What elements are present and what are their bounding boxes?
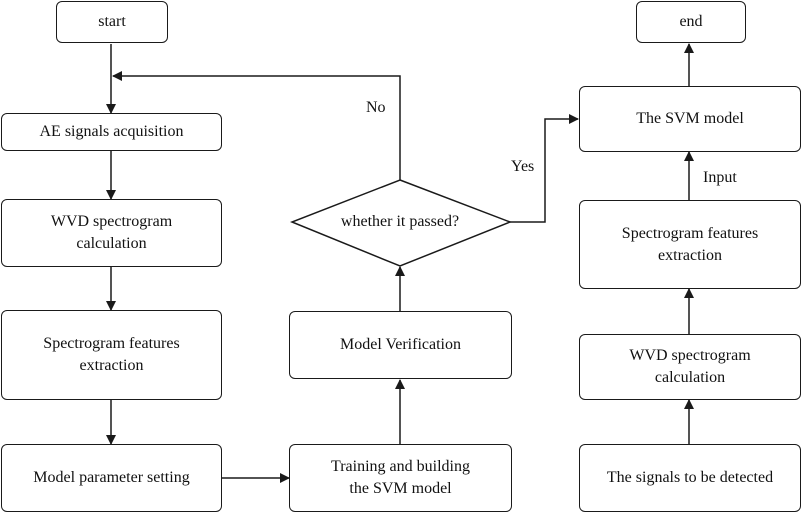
training-building-node: Training and building the SVM model <box>289 444 512 512</box>
training-line-1: Training and building <box>331 458 470 475</box>
arrow-decision-yes <box>510 114 579 223</box>
decision-diamond <box>289 179 513 267</box>
wvd-left-line-1: WVD spectrogram <box>50 213 173 230</box>
model-verification-node: Model Verification <box>289 311 512 379</box>
training-line-2: the SVM model <box>349 480 452 497</box>
edge-label-no: No <box>366 99 386 116</box>
spectrogram-features-right-node: Spectrogram features extraction <box>579 200 801 289</box>
features-right-line-1: Spectrogram features <box>621 224 759 242</box>
ae-signals-acquisition-label: AE signals acquisition <box>39 123 184 140</box>
signals-label: The signals to be detected <box>606 469 774 486</box>
wvd-left-line-2: calculation <box>76 235 147 252</box>
features-left-line-1: Spectrogram features <box>43 335 180 352</box>
wvd-right-line-2: calculation <box>654 369 726 386</box>
arrow-decision-no-loop <box>112 71 401 180</box>
wvd-right-line-1: WVD spectrogram <box>629 347 751 364</box>
end-node: end <box>636 1 746 43</box>
model-parameter-setting-node: Model parameter setting <box>1 444 222 512</box>
edge-label-input: Input <box>703 169 737 186</box>
wvd-spectrogram-left-node: WVD spectrogram calculation <box>1 199 222 267</box>
param-setting-label: Model parameter setting <box>33 469 190 486</box>
signals-to-be-detected-node: The signals to be detected <box>579 444 801 512</box>
features-right-line-2: extraction <box>658 246 722 264</box>
edge-label-yes: Yes <box>511 158 535 175</box>
model-verification-label: Model Verification <box>339 336 461 353</box>
start-label: start <box>98 13 126 30</box>
svm-model-node: The SVM model <box>579 86 801 152</box>
svm-model-label: The SVM model <box>636 110 744 127</box>
decision-label: whether it passed? <box>340 213 460 230</box>
features-left-line-2: extraction <box>79 357 144 374</box>
end-label: end <box>679 13 703 30</box>
wvd-spectrogram-right-node: WVD spectrogram calculation <box>579 334 801 400</box>
start-node: start <box>56 1 168 43</box>
spectrogram-features-left-node: Spectrogram features extraction <box>1 310 222 400</box>
ae-signals-acquisition-node: AE signals acquisition <box>1 113 222 151</box>
